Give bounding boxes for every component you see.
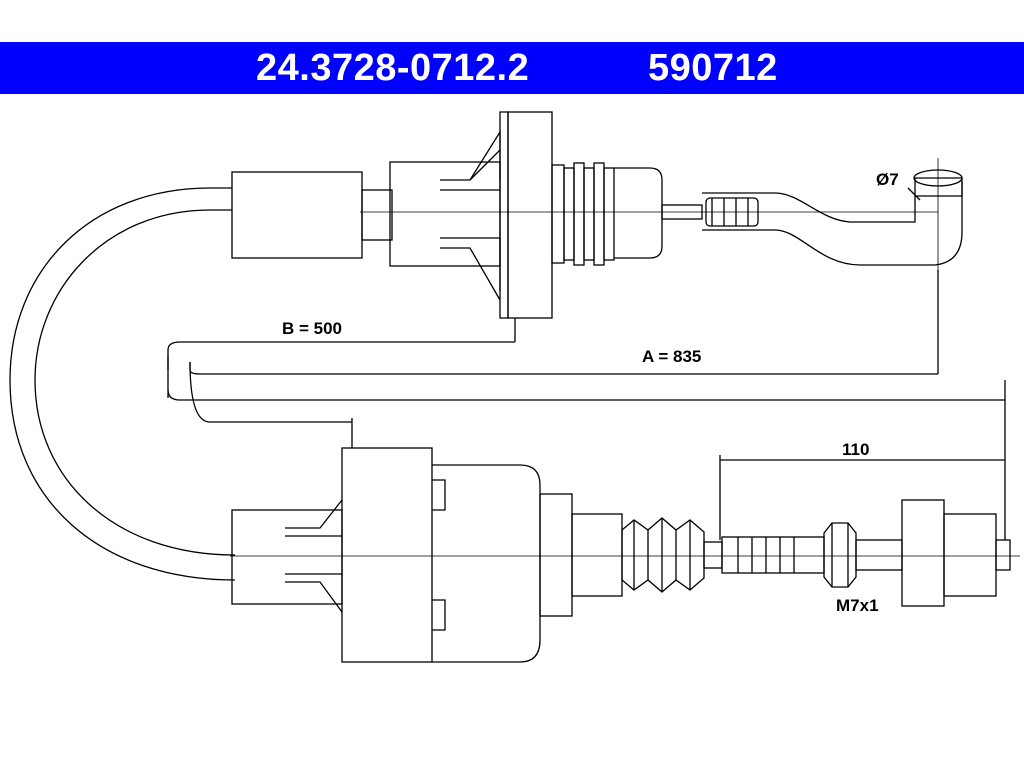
diameter-leader — [907, 187, 921, 201]
lower-housing — [341, 447, 623, 663]
dimension-lines — [167, 270, 1006, 540]
centre-lines — [230, 158, 1020, 557]
clevis-eye-end — [702, 169, 963, 266]
title-bar: 24.3728-0712.2 590712 — [0, 42, 1024, 94]
upper-housing — [389, 111, 553, 319]
a-dimension-label: A = 835 — [642, 347, 701, 366]
b-dimension-label: B = 500 — [282, 319, 342, 338]
upper-ferrule — [231, 171, 393, 259]
diameter-label: Ø7 — [876, 170, 899, 189]
end-length-label: 110 — [842, 440, 869, 459]
cable-sheath-loop — [9, 187, 236, 581]
lower-rubber-boot — [621, 517, 723, 593]
upper-rubber-boot — [551, 162, 663, 266]
threaded-rod-end — [721, 499, 1011, 607]
thread-label: M7x1 — [836, 596, 879, 615]
reference-number: 590712 — [648, 46, 778, 89]
part-number: 24.3728-0712.2 — [256, 46, 530, 89]
